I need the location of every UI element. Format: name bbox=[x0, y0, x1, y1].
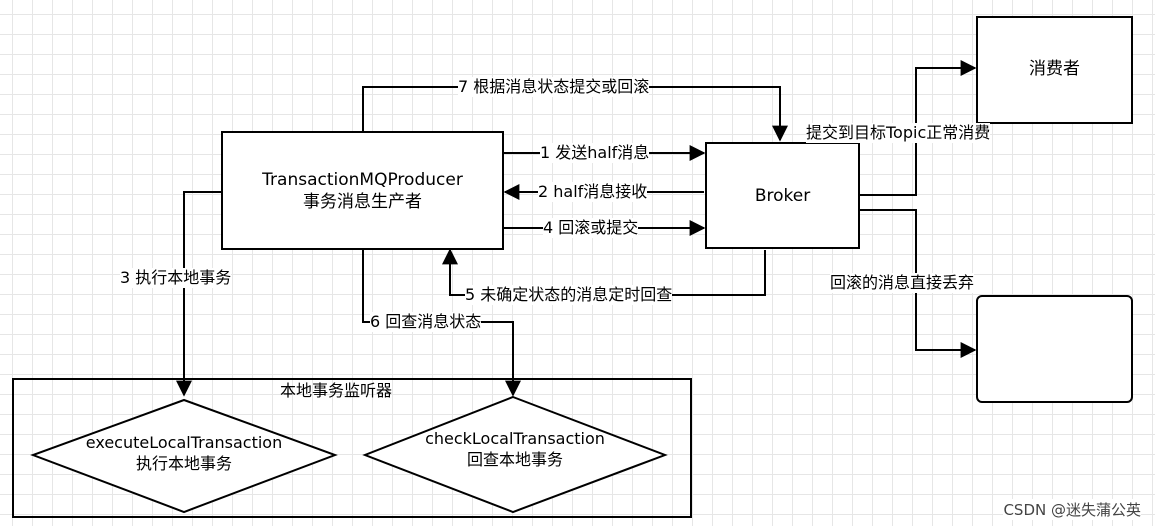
edge-commit-label: 提交到目标Topic正常消费 bbox=[806, 123, 991, 143]
execute-desc: 执行本地事务 bbox=[135, 454, 232, 473]
check-desc: 回查本地事务 bbox=[466, 450, 563, 469]
edge-3-label: 3 执行本地事务 bbox=[120, 268, 232, 288]
discard-node[interactable] bbox=[976, 295, 1133, 403]
edge-4-label: 4 回滚或提交 bbox=[543, 218, 639, 238]
edge-3-line bbox=[176, 191, 222, 397]
edge-7-label: 7 根据消息状态提交或回滚 bbox=[458, 77, 650, 97]
check-diamond bbox=[362, 395, 668, 514]
broker-node[interactable] bbox=[705, 142, 860, 249]
edge-discard-label: 回滚的消息直接丢弃 bbox=[830, 273, 975, 293]
producer-name: TransactionMQProducer bbox=[262, 170, 463, 190]
check-method: checkLocalTransaction bbox=[425, 429, 605, 448]
edge-2-label: 2 half消息接收 bbox=[538, 182, 648, 202]
consumer-label: 消费者 bbox=[1029, 59, 1080, 79]
csdn-watermark: CSDN @迷失蒲公英 bbox=[1003, 499, 1141, 520]
broker-label: Broker bbox=[754, 186, 811, 206]
execute-diamond bbox=[30, 398, 338, 514]
listener-container bbox=[12, 378, 692, 518]
edge-6-label: 6 回查消息状态 bbox=[370, 312, 482, 332]
execute-method: executeLocalTransaction bbox=[85, 433, 283, 452]
edge-1-label: 1 发送half消息 bbox=[540, 143, 650, 163]
producer-label: TransactionMQProducer 事务消息生产者 bbox=[221, 169, 504, 213]
check-label: checkLocalTransaction 回查本地事务 bbox=[365, 428, 665, 470]
execute-label: executeLocalTransaction 执行本地事务 bbox=[33, 432, 335, 474]
producer-subtitle: 事务消息生产者 bbox=[303, 192, 422, 212]
listener-title: 本地事务监听器 bbox=[280, 381, 393, 400]
producer-node[interactable] bbox=[221, 131, 504, 250]
consumer-node[interactable] bbox=[976, 16, 1133, 124]
edge-5-label: 5 未确定状态的消息定时回查 bbox=[465, 285, 673, 305]
